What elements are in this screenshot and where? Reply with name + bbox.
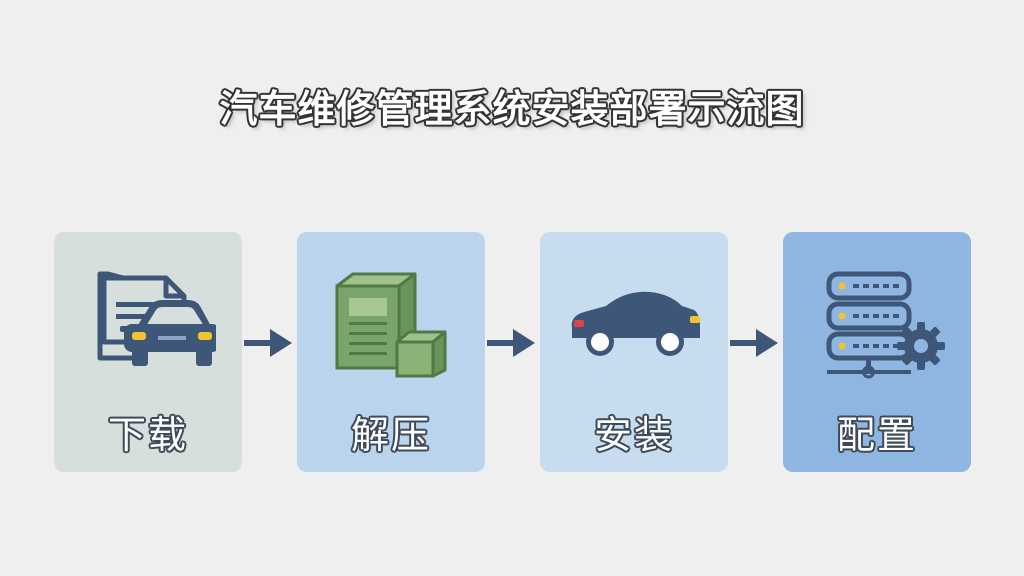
step-card-download: 下载 bbox=[54, 232, 242, 472]
step-card-configure: 配置 bbox=[783, 232, 971, 472]
step-label-download: 下载 bbox=[107, 413, 188, 457]
diagram-title: 汽车维修管理系统安装部署示流图 bbox=[219, 87, 805, 131]
step-card-install: 安装 bbox=[540, 232, 728, 472]
extract-archive-boxes-icon bbox=[335, 272, 447, 378]
server-gear-config-icon bbox=[826, 271, 945, 379]
arrow-right-icon bbox=[730, 329, 778, 357]
step-card-extract: 解压 bbox=[297, 232, 485, 472]
step-label-extract: 解压 bbox=[350, 413, 431, 457]
step-label-install: 安装 bbox=[593, 413, 674, 457]
step-label-configure: 配置 bbox=[836, 413, 917, 457]
arrow-right-icon bbox=[487, 329, 535, 357]
car-install-icon bbox=[571, 291, 700, 356]
download-document-car-icon bbox=[97, 271, 216, 366]
arrow-right-icon bbox=[244, 329, 292, 357]
